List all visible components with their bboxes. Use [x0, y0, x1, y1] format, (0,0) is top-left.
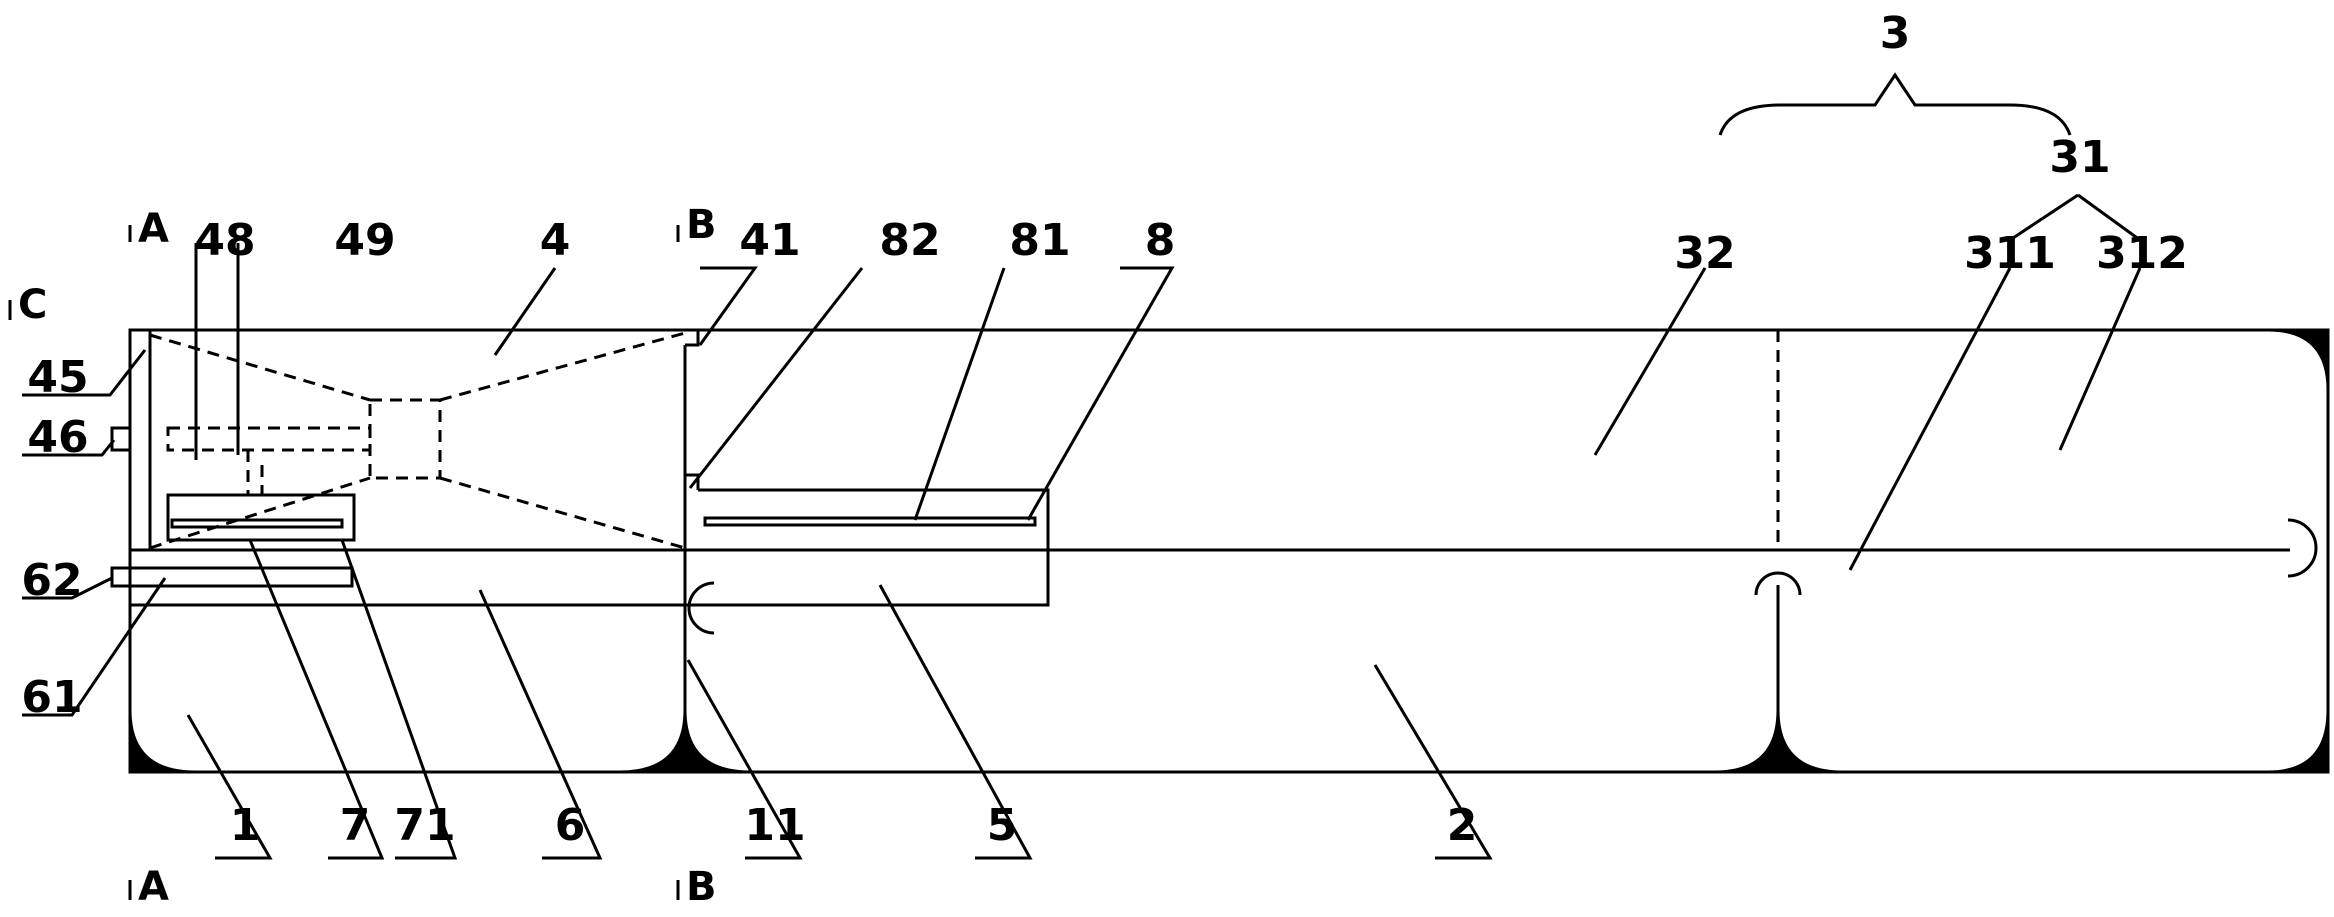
leader-32: [1593, 267, 1707, 456]
label-31: 31: [2049, 132, 2110, 183]
arc-right-end: [2287, 518, 2318, 578]
label-62: 62: [21, 555, 82, 606]
label-311: 311: [1964, 228, 2056, 279]
label-1: 1: [230, 800, 261, 851]
leader-62: [22, 576, 113, 600]
corner-top-right: [2267, 328, 2330, 391]
corner-1-left: [128, 709, 196, 774]
leader-2: [1373, 664, 1493, 860]
leader-31-right: [2077, 193, 2141, 242]
leader-41: [698, 266, 758, 346]
leader-312: [2058, 267, 2142, 451]
label-61: 61: [21, 672, 82, 723]
cone-line-top-left: [149, 333, 371, 402]
cone-line-bottom-right: [439, 476, 686, 550]
leader-7: [248, 539, 385, 860]
label-81: 81: [1009, 215, 1070, 266]
leader-31-left: [2009, 193, 2079, 242]
fill-corner-5: [2268, 330, 2328, 390]
lens-box: [368, 398, 442, 480]
leader-71: [340, 539, 458, 860]
partition-82-notch: [685, 473, 700, 490]
label-11: 11: [744, 800, 805, 851]
section-mark-a-top: A: [138, 206, 169, 252]
cone-line-top-right: [439, 331, 686, 402]
leader-81: [913, 267, 1006, 521]
label-2: 2: [1447, 800, 1478, 851]
corner-2-left: [683, 709, 751, 774]
section-mark-c: C: [18, 282, 47, 328]
leader-46: [22, 439, 116, 457]
brace-3: [1718, 72, 2072, 136]
fill-corner-3: [1715, 710, 1842, 772]
label-45: 45: [27, 352, 88, 403]
fill-corner-2: [620, 710, 750, 772]
label-3: 3: [1880, 8, 1911, 59]
slider-62: [110, 566, 354, 588]
leader-6: [478, 589, 603, 860]
leader-61: [22, 577, 167, 717]
leader-45: [22, 349, 147, 397]
label-6: 6: [555, 800, 586, 851]
fill-corner-1: [130, 710, 195, 772]
arc-5-left: [687, 581, 715, 635]
corner-3-right: [2267, 709, 2330, 774]
leader-8: [1026, 266, 1175, 521]
label-4: 4: [540, 215, 571, 266]
label-49: 49: [334, 215, 395, 266]
label-46: 46: [27, 412, 88, 463]
leader-82: [688, 267, 864, 489]
partition-41-notch: [685, 330, 700, 347]
section-mark-b-top: B: [686, 202, 717, 248]
leader-1: [186, 714, 273, 860]
leader-5: [878, 584, 1033, 860]
label-48: 48: [194, 215, 255, 266]
knob-46: [110, 426, 132, 452]
label-5: 5: [987, 800, 1018, 851]
rod-48: [166, 426, 372, 452]
cone-line-bottom-left: [149, 476, 371, 550]
label-7: 7: [340, 800, 371, 851]
corner-1-right: [619, 709, 687, 774]
box-8: [685, 488, 1050, 607]
fill-corner-4: [2268, 710, 2328, 772]
label-82: 82: [879, 215, 940, 266]
bar-71: [170, 518, 344, 529]
label-71: 71: [394, 800, 455, 851]
leader-11: [686, 659, 803, 860]
label-312: 312: [2096, 228, 2188, 279]
corner-3-left: [1776, 709, 1843, 774]
section-mark-b-bottom: B: [686, 864, 717, 910]
leader-311: [1848, 267, 2012, 571]
bar-81: [703, 516, 1037, 527]
leader-4: [493, 267, 557, 356]
label-8: 8: [1145, 215, 1176, 266]
section-mark-a-bottom: A: [138, 864, 169, 910]
label-32: 32: [1674, 228, 1735, 279]
label-41: 41: [739, 215, 800, 266]
arc-divider-top: [1754, 571, 1802, 596]
